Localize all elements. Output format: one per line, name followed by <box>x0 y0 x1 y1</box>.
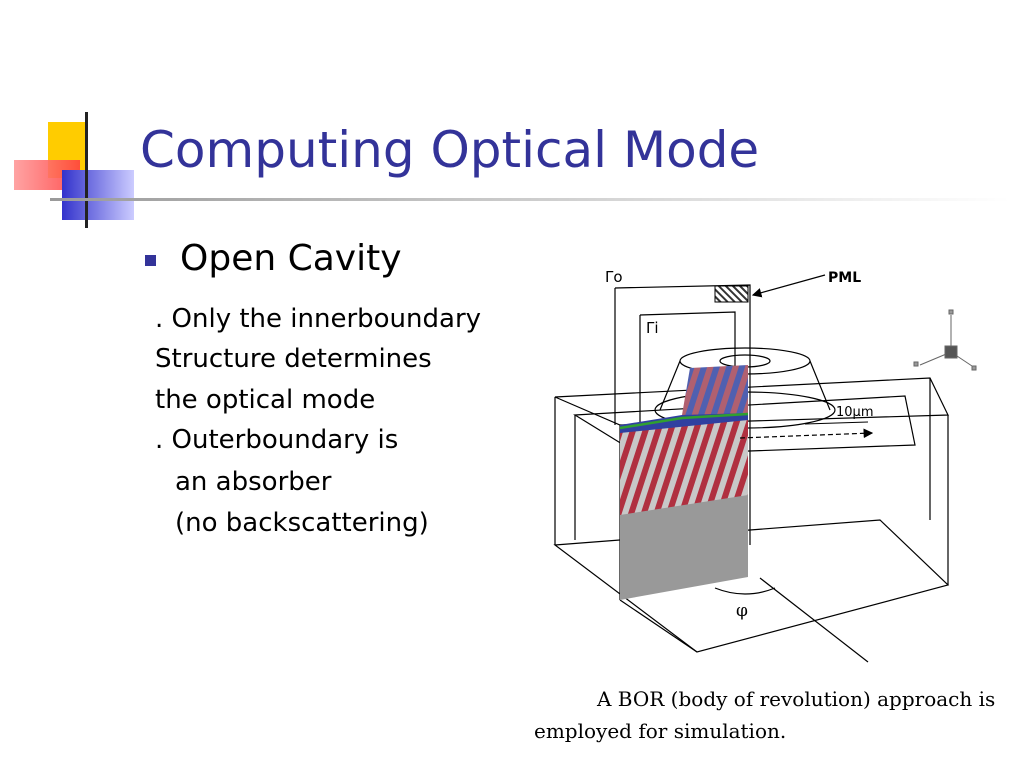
outer-box-bottom <box>553 519 950 653</box>
body-line: . Only the innerboundary <box>155 304 482 334</box>
bullet-text: Open Cavity <box>180 238 402 279</box>
body-line: . Outerboundary is <box>155 425 399 455</box>
title-decoration <box>14 112 1010 228</box>
bor-diagram: Γo Γi PML 10μm φ <box>553 268 977 663</box>
deco-vertical-line <box>85 112 88 228</box>
label-pml: PML <box>828 270 861 286</box>
cross-section-green-edge <box>619 412 749 430</box>
page-title: Computing Optical Mode <box>140 121 760 179</box>
outer-box-top <box>554 377 949 426</box>
outer-plane <box>614 284 751 545</box>
cross-section-blue-edge <box>620 413 748 433</box>
label-gamma-outer: Γo <box>605 268 623 286</box>
body-line: an absorber <box>175 467 332 497</box>
cross-section-blue <box>682 365 748 415</box>
body-line: (no backscattering) <box>175 508 429 538</box>
cross-section-red <box>620 420 748 515</box>
inner-box <box>573 395 916 456</box>
body-line: Structure determines <box>155 344 432 374</box>
label-gamma-inner: Γi <box>646 319 659 337</box>
figure-caption-line2: employed for simulation. <box>534 719 787 743</box>
label-phi: φ <box>736 601 748 621</box>
axis-gizmo <box>913 309 977 371</box>
body-line: the optical mode <box>155 385 376 415</box>
deco-blue-square <box>62 170 134 220</box>
pml-region <box>714 285 749 303</box>
angle-arc <box>714 587 776 595</box>
bullet-open-cavity: Open Cavity <box>145 238 402 279</box>
title-underline <box>50 198 1010 201</box>
label-scale: 10μm <box>836 405 873 420</box>
figure-caption-line1: A BOR (body of revolution) approach is <box>597 687 996 711</box>
bullet-marker <box>145 255 156 266</box>
